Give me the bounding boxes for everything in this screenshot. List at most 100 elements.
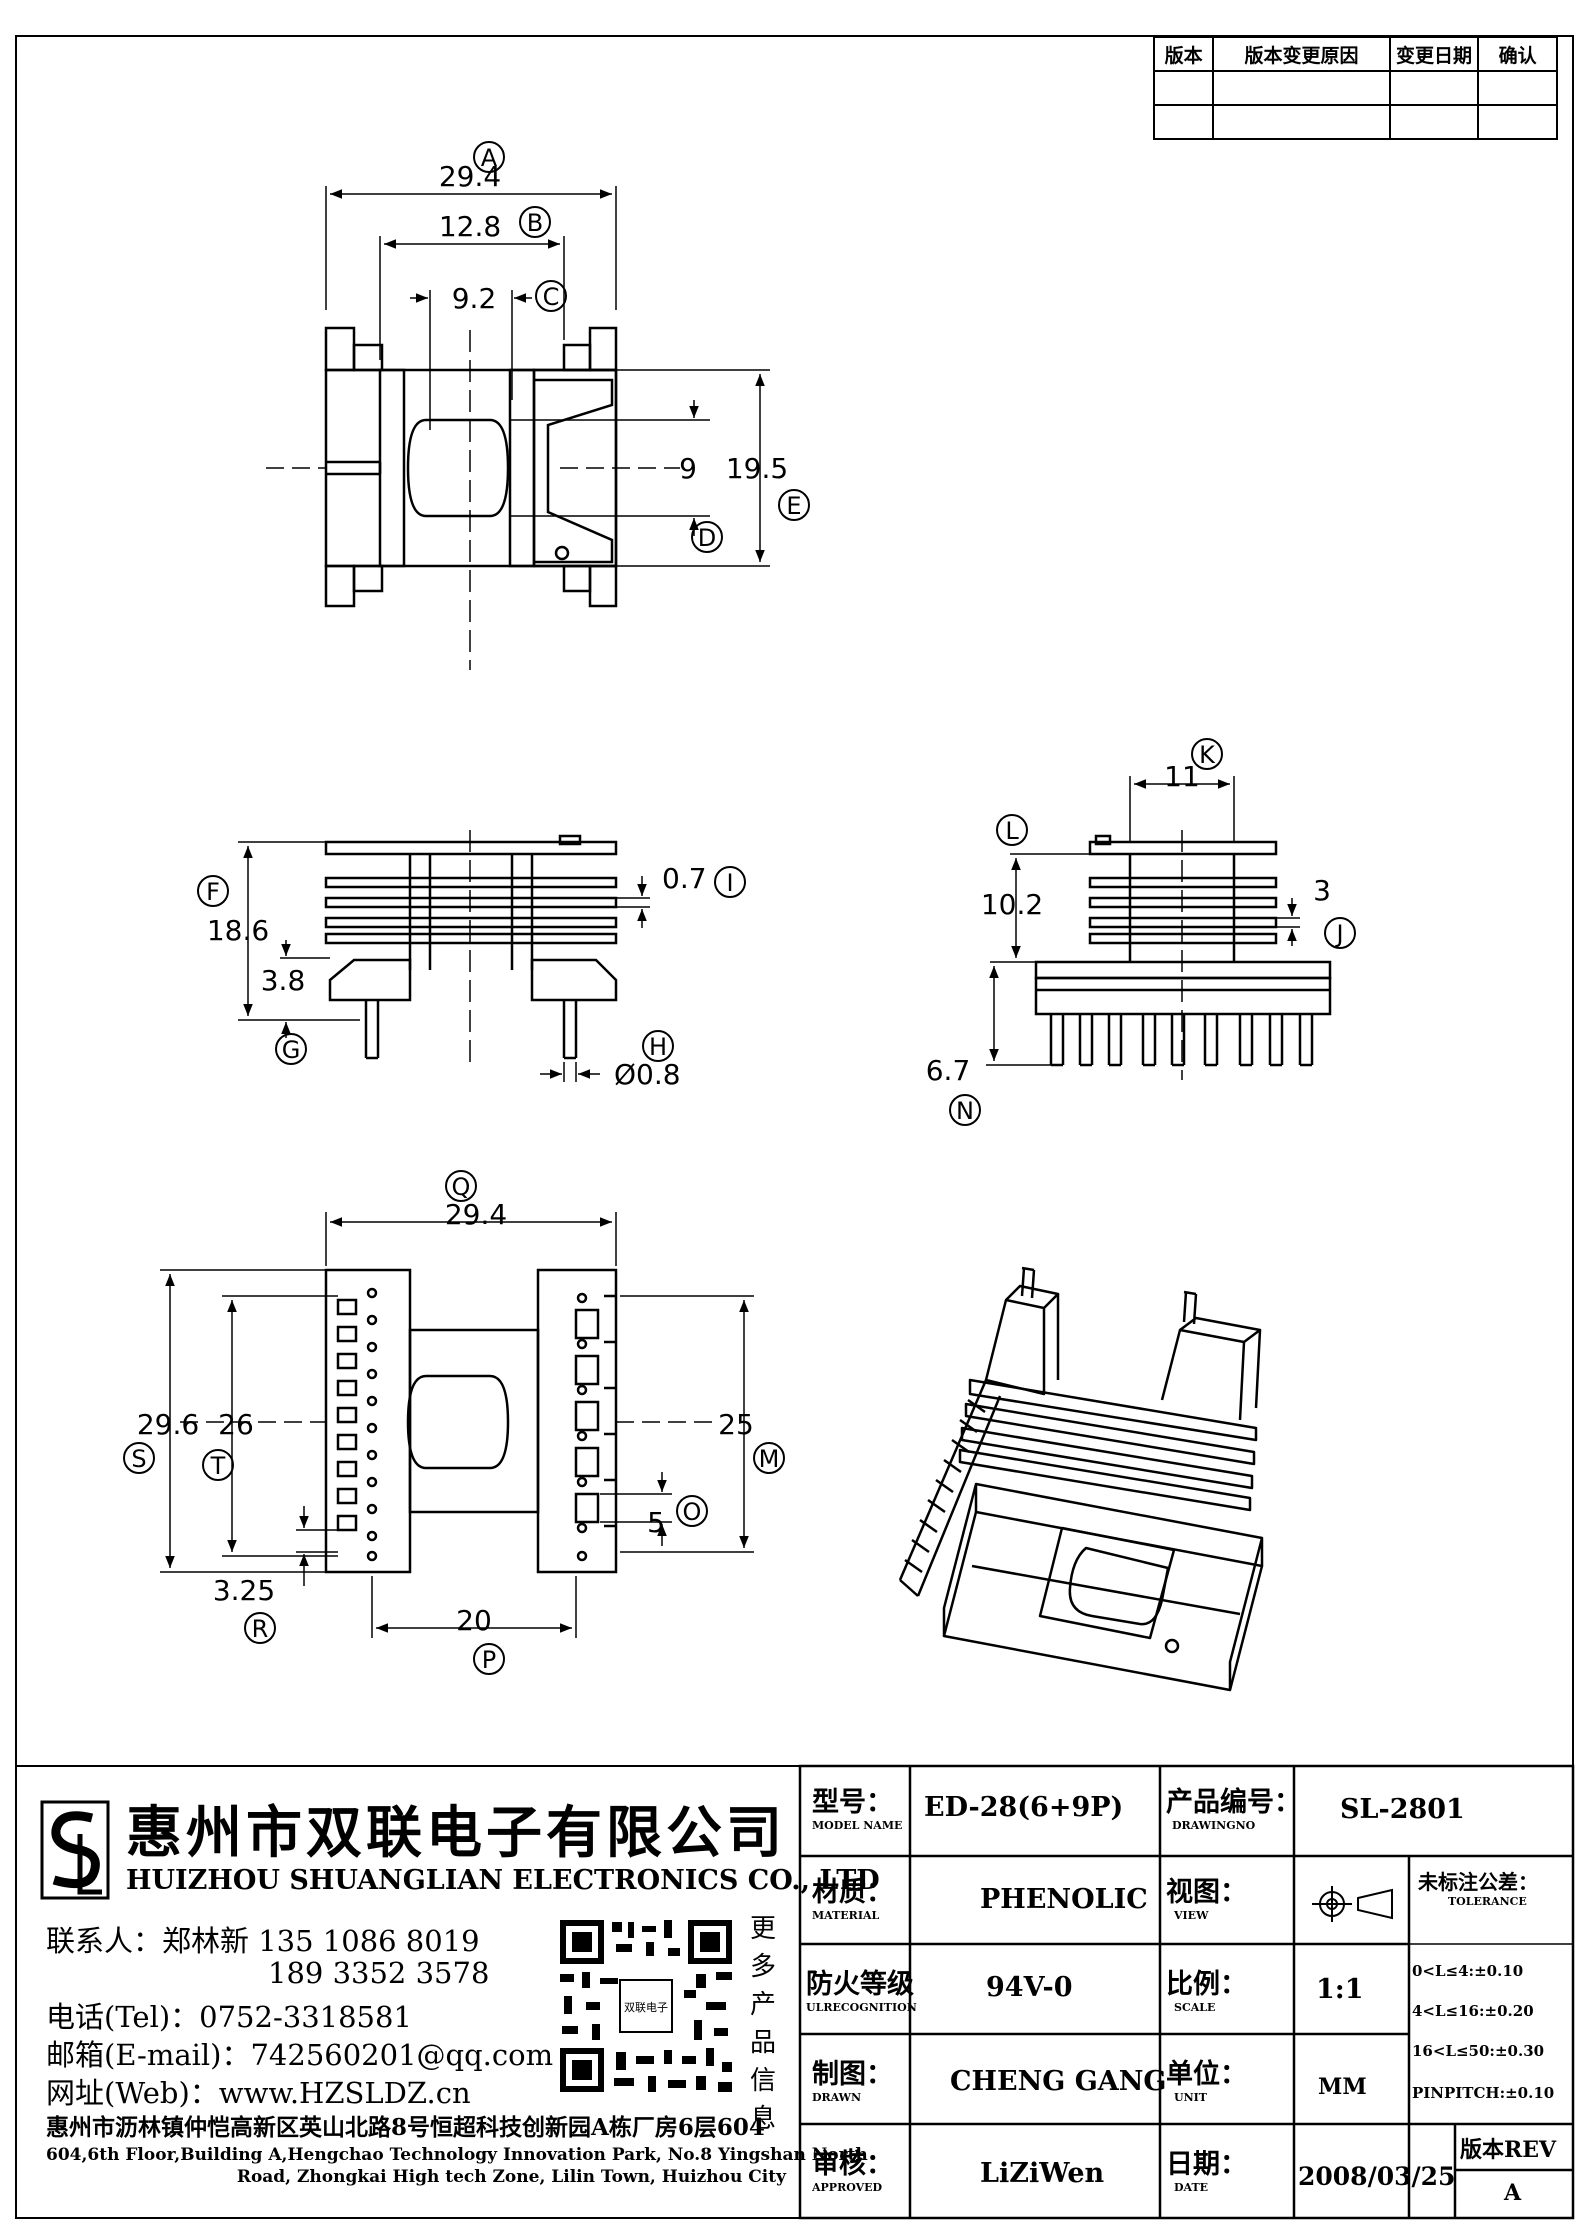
letter-e: E — [786, 492, 801, 520]
letter-r: R — [252, 1615, 269, 1643]
dim-t-value: 26 — [218, 1408, 254, 1441]
contact-tel: 电话(Tel)：0752-3318581 — [46, 2000, 412, 2034]
value-drawing-no: SL-2801 — [1340, 1794, 1465, 1825]
front-view-dimensions — [986, 776, 1300, 1066]
address-en: 604,6th Floor,Building A,Hengchao Techno… — [46, 2145, 868, 2187]
rev-header-date: 变更日期 — [1388, 36, 1480, 72]
label-unit: 单位：UNIT — [1166, 2059, 1247, 2104]
label-date: 日期：DATE — [1166, 2149, 1247, 2194]
dim-g-value: 3.8 — [261, 964, 306, 997]
dim-m-value: 25 — [718, 1408, 754, 1441]
label-view: 视图：VIEW — [1166, 1877, 1247, 1922]
address-cn: 惠州市沥林镇仲恺高新区英山北路8号恒超科技创新园A栋厂房6层604 — [46, 2114, 765, 2141]
bottom-view — [180, 1268, 720, 1574]
tolerance-line-2: 4<L≤16:±0.20 — [1412, 2002, 1534, 2020]
value-model: ED-28(6+9P) — [924, 1792, 1124, 1823]
top-view — [266, 326, 680, 670]
dim-l-value: 10.2 — [981, 888, 1043, 921]
dim-i-value: 0.7 — [662, 862, 707, 895]
bottom-view-labels: 29.4 29.6 26 25 5 3.25 20 Q S T M O R P — [123, 1170, 785, 1675]
letter-o: O — [683, 1498, 702, 1526]
bottom-view-dimensions — [160, 1212, 754, 1638]
dim-e-value: 19.5 — [726, 452, 788, 485]
side-view — [324, 830, 618, 1070]
label-model: 型号：MODEL NAME — [812, 1787, 903, 1832]
contact-person: 联系人：郑林新 135 1086 8019 — [46, 1924, 480, 1958]
label-rev: 版本REV — [1460, 2137, 1557, 2163]
label-tolerance: 未标注公差：TOLERANCE — [1418, 1870, 1538, 1908]
side-view-dimensions — [238, 841, 650, 1082]
dim-s-value: 29.6 — [137, 1408, 199, 1441]
dim-n-value: 6.7 — [926, 1054, 971, 1087]
revision-row — [1152, 70, 1558, 106]
contact-phone-2: 189 3352 3578 — [268, 1956, 490, 1990]
letter-g: G — [282, 1036, 301, 1064]
value-drawn: CHENG GANG — [950, 2066, 1167, 2097]
letter-a: A — [481, 144, 498, 172]
value-unit: MM — [1318, 2074, 1367, 2100]
dim-j-value: 3 — [1313, 874, 1331, 907]
contact-email: 邮箱(E-mail)：742560201@qq.com — [46, 2038, 554, 2072]
more-info-vertical: 更 多 产 品 信 息 — [749, 1914, 776, 2134]
company-cn-name: 惠州市双联电子有限公司 — [126, 1800, 786, 1866]
dim-p-value: 20 — [456, 1604, 492, 1637]
dim-c-value: 9.2 — [452, 282, 497, 315]
contact-web[interactable]: 网址(Web)：www.HZSLDZ.cn — [46, 2076, 471, 2110]
rev-header-version: 版本 — [1152, 36, 1215, 72]
letter-b: B — [527, 209, 543, 237]
letter-q: Q — [452, 1173, 471, 1201]
dim-q-value: 29.4 — [445, 1198, 507, 1231]
value-material: PHENOLIC — [980, 1884, 1148, 1915]
tolerance-line-1: 0<L≤4:±0.10 — [1412, 1962, 1524, 1980]
isometric-view — [898, 1266, 1264, 1692]
dim-h-value: Ø0.8 — [614, 1058, 681, 1091]
qr-code-icon[interactable]: 双联电子 — [556, 1916, 736, 2096]
label-scale: 比例：SCALE — [1166, 1969, 1247, 2014]
label-approved: 审核：APPROVED — [812, 2149, 893, 2194]
label-drawn: 制图：DRAWN — [812, 2059, 893, 2104]
front-view — [1034, 830, 1332, 1080]
dim-f-value: 18.6 — [207, 914, 269, 947]
revision-table: 版本 版本变更原因 变更日期 确认 — [1152, 36, 1558, 140]
letter-m: M — [759, 1445, 780, 1473]
letter-d: D — [698, 524, 716, 552]
letter-l: L — [1005, 817, 1019, 845]
dim-k-value: 11 — [1164, 760, 1200, 793]
title-block-grid — [798, 1764, 1575, 2220]
qr-caption: 双联电子 — [624, 2001, 668, 2014]
value-date: 2008/03/25 — [1298, 2162, 1456, 2191]
letter-h: H — [649, 1033, 667, 1061]
letter-k: K — [1199, 741, 1216, 769]
letter-j: J — [1334, 920, 1343, 948]
value-flame: 94V-0 — [986, 1972, 1073, 2003]
tolerance-line-4: PINPITCH:±0.10 — [1412, 2084, 1555, 2102]
dim-d-value: 9 — [679, 452, 697, 485]
letter-i: I — [726, 869, 733, 897]
dim-b-value: 12.8 — [439, 210, 501, 243]
value-rev: A — [1504, 2180, 1522, 2206]
dim-r-value: 3.25 — [213, 1574, 275, 1607]
value-scale: 1:1 — [1316, 1974, 1364, 2005]
label-material: 材质：MATERIAL — [812, 1877, 893, 1922]
label-drawing-no: 产品编号：DRAWINGNO — [1166, 1787, 1301, 1832]
side-view-labels: 18.6 0.7 3.8 Ø0.8 F I G H — [197, 862, 746, 1091]
letter-t: T — [210, 1452, 226, 1480]
rev-header-reason: 版本变更原因 — [1212, 36, 1391, 72]
dim-a-value: 29.4 — [439, 160, 501, 193]
view-projection-symbol — [1312, 1886, 1393, 1922]
letter-f: F — [206, 878, 220, 906]
value-approved: LiZiWen — [980, 2158, 1105, 2189]
letter-c: C — [543, 283, 560, 311]
rev-header-confirm: 确认 — [1477, 36, 1558, 72]
sheet-border — [15, 35, 1574, 2219]
company-logo-icon — [40, 1800, 110, 1900]
top-view-labels: 29.4 12.8 9.2 9 19.5 A B C D E — [439, 141, 810, 553]
front-view-labels: 11 10.2 3 6.7 K L J N — [926, 738, 1356, 1126]
dim-o-value: 5 — [647, 1506, 665, 1539]
letter-n: N — [956, 1097, 974, 1125]
tolerance-line-3: 16<L≤50:±0.30 — [1412, 2042, 1545, 2060]
revision-row — [1152, 104, 1558, 140]
